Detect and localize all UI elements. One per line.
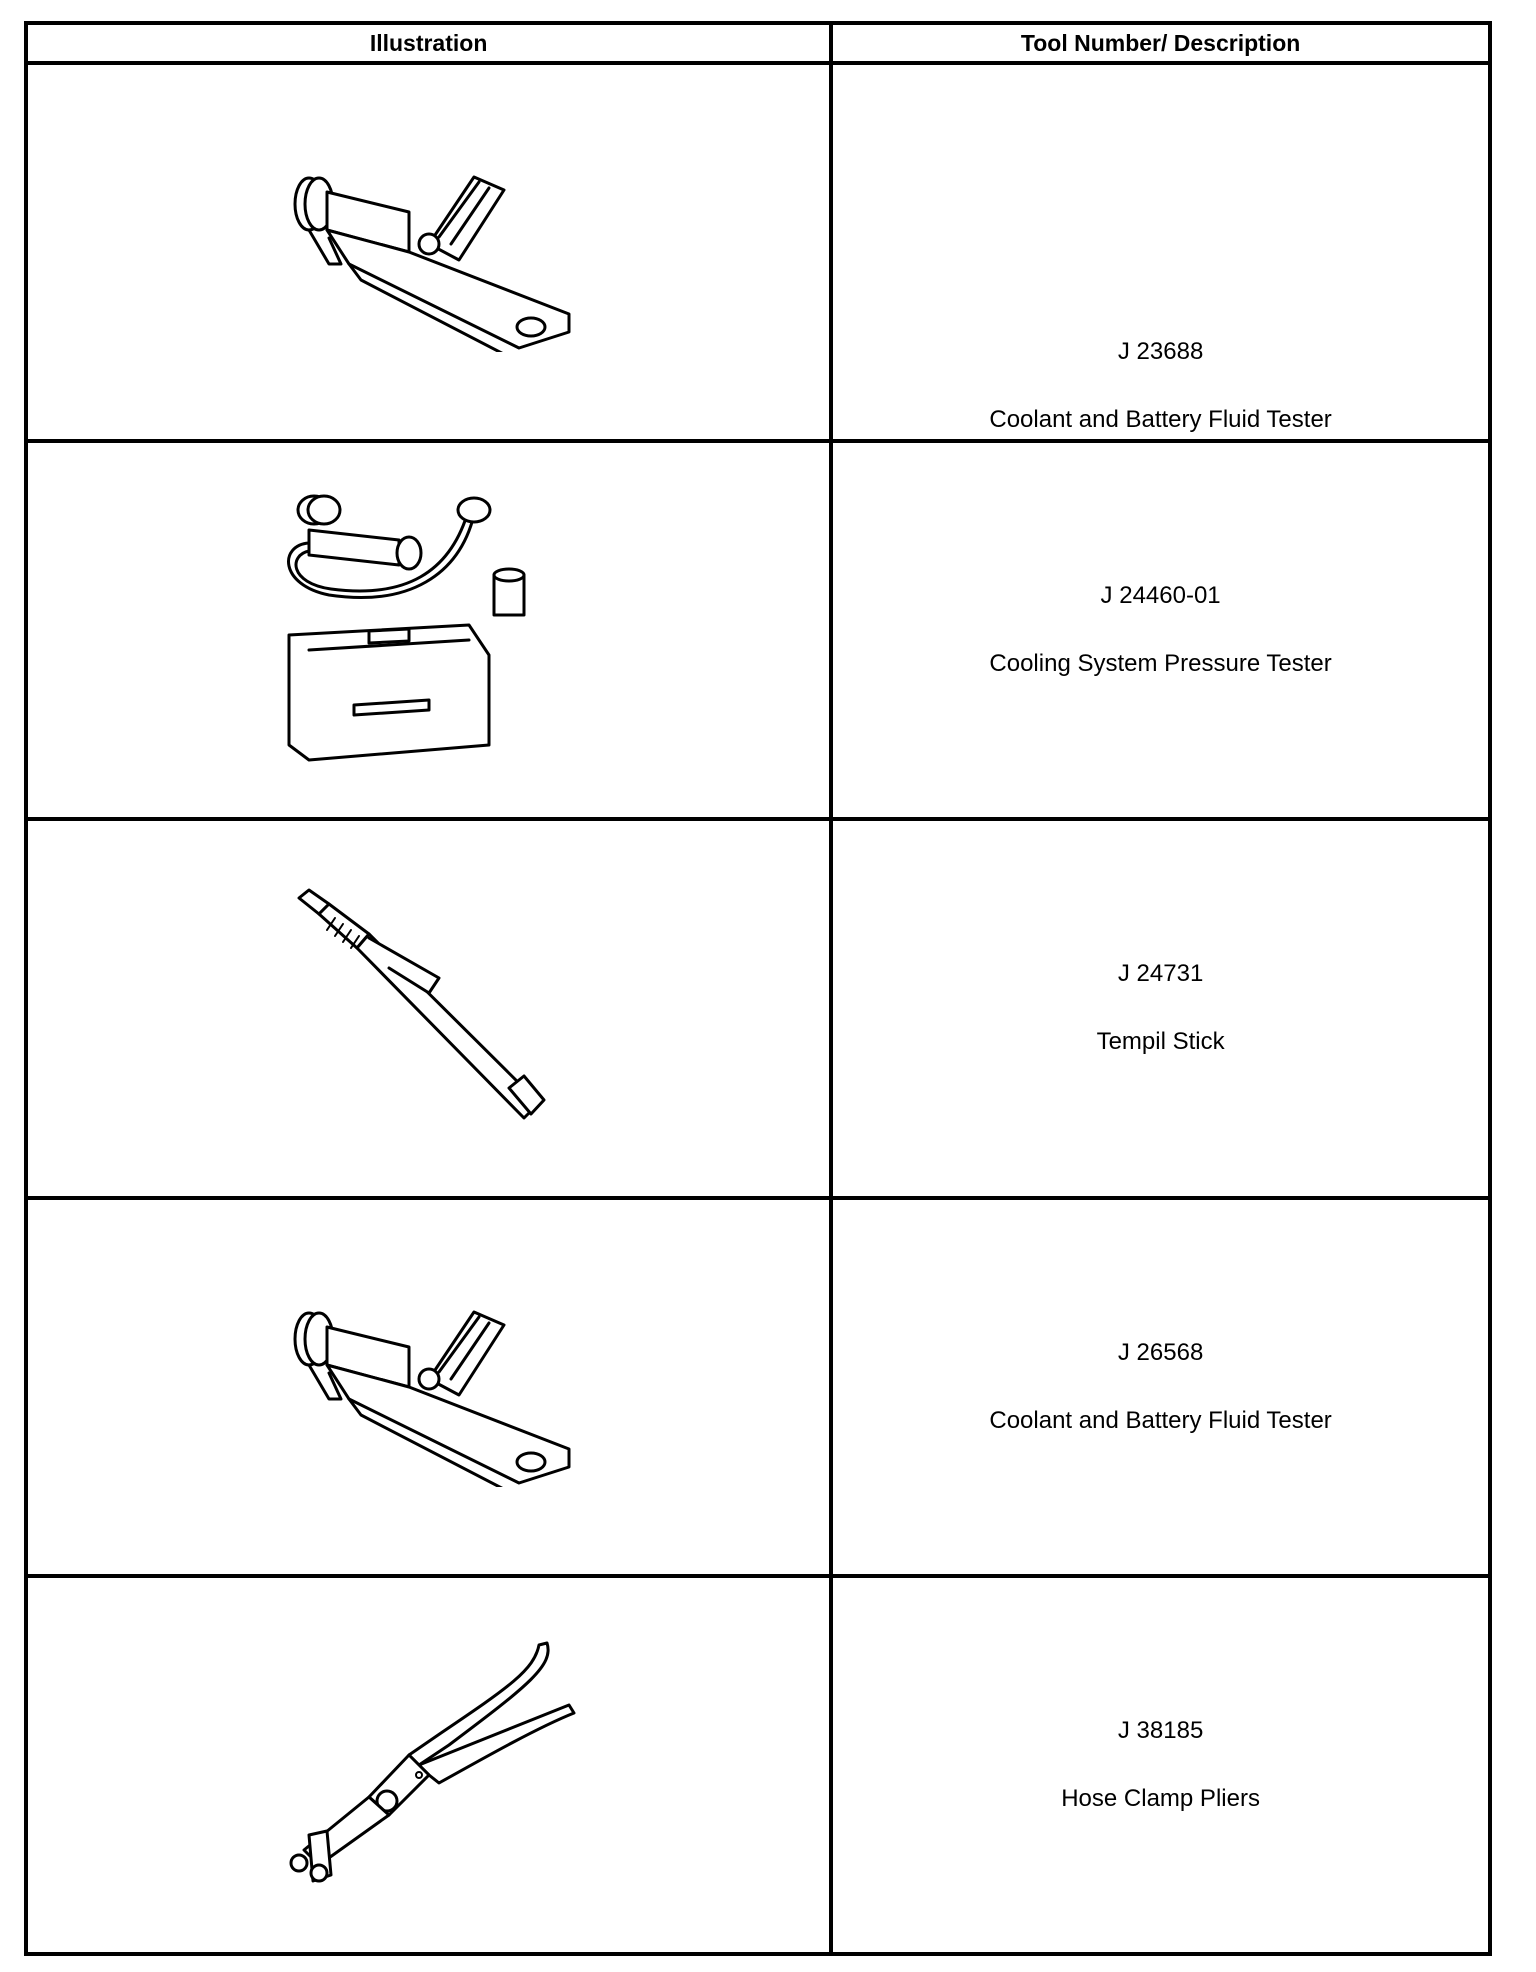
table-row: J 38185 Hose Clamp Pliers (23, 1573, 1492, 1957)
description-column-header: Tool Number/ Description (829, 21, 1492, 65)
table-row: J 24460-01 Cooling System Pressure Teste… (23, 439, 1492, 822)
tool-description-cell: J 26568 Coolant and Battery Fluid Tester (829, 1195, 1492, 1578)
tool-description: Coolant and Battery Fluid Tester (989, 1406, 1332, 1434)
illustration-cell (23, 817, 834, 1200)
tool-description-cell: J 24731 Tempil Stick (829, 817, 1492, 1200)
table-header-row: Illustration Tool Number/ Description (23, 21, 1492, 65)
tool-number: J 26568 (1117, 1338, 1204, 1366)
illustration-column-header: Illustration (23, 21, 834, 65)
tool-description-cell: J 38185 Hose Clamp Pliers (829, 1573, 1492, 1957)
tool-description: Coolant and Battery Fluid Tester (989, 406, 1332, 434)
table-row: J 23688 Coolant and Battery Fluid Tester (23, 60, 1492, 444)
illustration-cell (23, 1195, 834, 1578)
cooling-system-pressure-tester-icon (286, 494, 526, 762)
coolant-battery-fluid-tester-icon (293, 175, 571, 353)
tool-number: J 24460-01 (1100, 582, 1221, 610)
tool-description: Tempil Stick (1096, 1028, 1225, 1056)
tool-number: J 38185 (1117, 1716, 1204, 1744)
table-row: J 26568 Coolant and Battery Fluid Tester (23, 1195, 1492, 1578)
coolant-battery-fluid-tester-icon (293, 1310, 571, 1487)
illustration-cell (23, 1573, 834, 1957)
tool-description-cell: J 23688 Coolant and Battery Fluid Tester (829, 60, 1492, 444)
illustration-cell (23, 439, 834, 822)
special-tools-table: Illustration Tool Number/ Description (23, 21, 1492, 1957)
table-row: J 24731 Tempil Stick (23, 817, 1492, 1200)
tempil-stick-icon (297, 888, 546, 1120)
tool-number: J 24731 (1117, 960, 1204, 988)
tool-description-cell: J 24460-01 Cooling System Pressure Teste… (829, 439, 1492, 822)
tool-number: J 23688 (1117, 338, 1204, 366)
illustration-cell (23, 60, 834, 444)
tool-description: Hose Clamp Pliers (1061, 1784, 1260, 1812)
tool-description: Cooling System Pressure Tester (989, 650, 1332, 678)
hose-clamp-pliers-icon (289, 1641, 576, 1883)
